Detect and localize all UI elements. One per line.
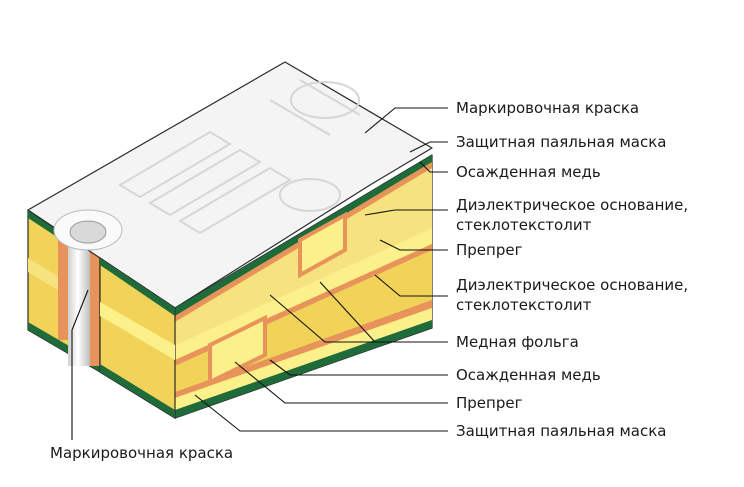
solder-mask-bottom-layer — [175, 320, 432, 418]
label-dielectric-1-line1: Диэлектрическое основание, — [456, 196, 688, 214]
leader-lines — [71, 107, 448, 440]
label-dielectric-1-line2: стеклотекстолит — [456, 216, 592, 234]
leader-copper-foil-2 — [319, 281, 376, 343]
prepreg-top-layer — [175, 228, 432, 360]
label-solder-mask-bottom: Защитная паяльная маска — [456, 422, 666, 440]
label-dielectric-2-line1: Диэлектрическое основание, — [456, 276, 688, 294]
label-prepreg-top: Препрег — [456, 241, 523, 259]
leader-dielectric-1 — [364, 209, 448, 216]
via-barrel-front-lower — [208, 314, 267, 386]
leader-prepreg-bottom — [234, 361, 448, 404]
leader-solder-mask-top — [409, 141, 448, 153]
label-marking-ink-top: Маркировочная краска — [456, 99, 639, 117]
side-prepreg — [100, 302, 175, 360]
label-solder-mask-top: Защитная паяльная маска — [456, 133, 666, 151]
leader-copper-foil — [269, 294, 448, 343]
labels: Маркировочная краска Защитная паяльная м… — [50, 99, 688, 462]
board-left-face — [27, 209, 101, 373]
label-copper-foil: Медная фольга — [456, 333, 579, 351]
leader-plated-copper-top — [419, 161, 448, 173]
label-plated-copper-bottom: Осажденная медь — [456, 366, 601, 384]
via-hole-top — [69, 220, 107, 244]
label-plated-copper-top: Осажденная медь — [456, 163, 601, 181]
leader-prepreg-top — [379, 239, 448, 251]
via-plated-copper-right — [90, 248, 100, 366]
side-solder-bottom — [100, 364, 175, 418]
label-prepreg-bottom: Препрег — [456, 394, 523, 412]
via-barrel-front — [298, 211, 347, 279]
marking-pattern — [118, 79, 361, 235]
board-top-face — [27, 61, 433, 309]
leader-plated-copper-bottom — [269, 359, 448, 376]
plated-copper-bottom-layer — [175, 300, 432, 398]
side-solder-top — [100, 258, 175, 316]
leader-dielectric-2 — [374, 274, 448, 297]
label-dielectric-2-line2: стеклотекстолит — [456, 296, 592, 314]
leader-marking-ink-top — [364, 107, 448, 134]
solder-mask-top-layer — [175, 155, 432, 316]
via-hole — [68, 226, 90, 366]
via-plated-copper-left — [58, 222, 68, 340]
leader-solder-mask-bottom — [194, 394, 448, 432]
leader-marking-ink-bottom — [71, 289, 89, 440]
label-marking-ink-bottom: Маркировочная краска — [50, 444, 233, 462]
